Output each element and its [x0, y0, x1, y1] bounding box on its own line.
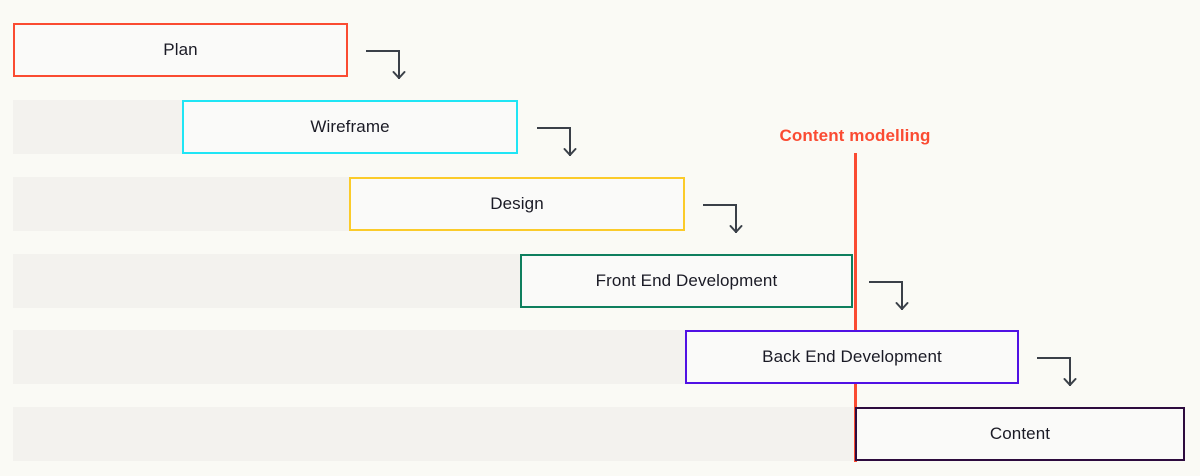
task-bar[interactable]: Content	[855, 407, 1185, 461]
milestone-label-content-modelling: Content modelling	[779, 126, 931, 145]
task-bar[interactable]: Front End Development	[520, 254, 853, 308]
track-band	[13, 177, 349, 231]
task-bar-label: Design	[490, 194, 544, 213]
milestone-line-content-modelling	[854, 153, 857, 462]
track-band	[13, 407, 855, 461]
track-band	[13, 100, 182, 154]
task-bar[interactable]: Plan	[13, 23, 348, 77]
task-bar[interactable]: Wireframe	[182, 100, 518, 154]
task-bar-label: Back End Development	[762, 347, 942, 366]
task-bar[interactable]: Back End Development	[685, 330, 1019, 384]
track-band	[13, 330, 685, 384]
connector-arrow-icon	[366, 50, 406, 79]
connector-arrow-icon	[537, 127, 577, 156]
connector-arrow-icon	[869, 281, 909, 310]
track-band	[13, 254, 520, 308]
task-bar[interactable]: Design	[349, 177, 685, 231]
connector-arrow-icon	[703, 204, 743, 233]
task-bar-label: Plan	[163, 40, 198, 59]
task-bar-label: Front End Development	[595, 271, 778, 290]
task-bar-label: Content	[989, 424, 1051, 443]
connector-arrow-icon	[1037, 357, 1077, 386]
task-bar-label: Wireframe	[310, 117, 390, 136]
